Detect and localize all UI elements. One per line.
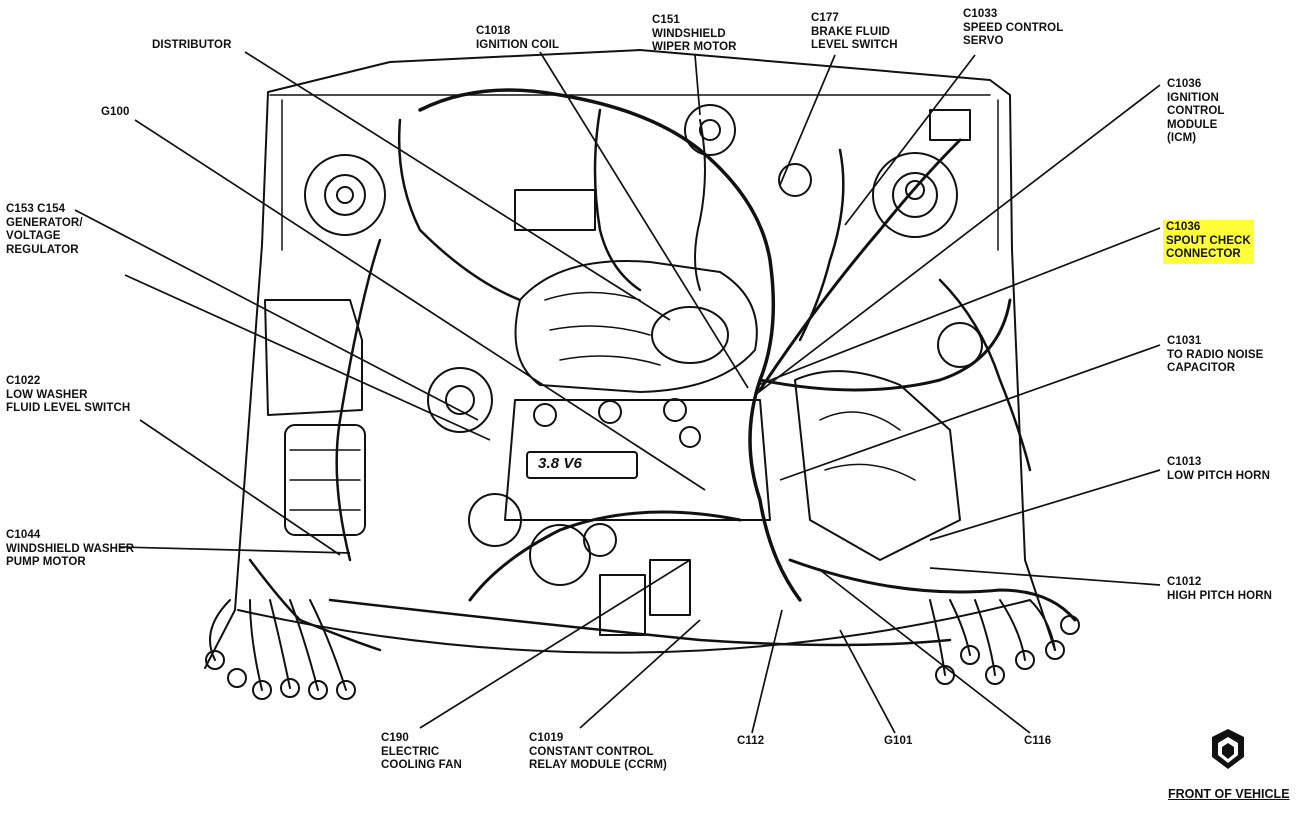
label-c153-generator: C153 C154 GENERATOR/ VOLTAGE REGULATOR (6, 203, 83, 256)
wiper-motor (684, 104, 736, 156)
front-of-vehicle-label: FRONT OF VEHICLE (1168, 787, 1290, 801)
label-c1018-ignition-coil: C1018 IGNITION COIL (476, 25, 560, 51)
label-c1036-icm: C1036 IGNITION CONTROL MODULE (ICM) (1167, 78, 1225, 144)
label-c1013-low-pitch-horn: C1013 LOW PITCH HORN (1167, 456, 1270, 482)
leader-lines (74, 51, 1161, 734)
body-outline (204, 49, 1056, 669)
label-c116: C116 (1024, 735, 1052, 747)
ignition-coil (514, 189, 596, 231)
battery-block (284, 424, 366, 536)
right-connector-cluster (929, 599, 1080, 685)
brake-fluid-reservoir (778, 163, 812, 197)
ccrm-box (599, 574, 646, 636)
washer-reservoir (264, 299, 363, 416)
air-cleaner (794, 370, 961, 561)
label-c1033-speed-control: C1033 SPEED CONTROL SERVO (963, 8, 1064, 47)
intake-plenum (514, 260, 758, 393)
engine-badge-plate (526, 451, 638, 479)
alternator (427, 367, 493, 433)
label-c1012-high-pitch-horn: C1012 HIGH PITCH HORN (1167, 576, 1272, 602)
label-g101: G101 (884, 735, 913, 747)
icm-module (929, 109, 971, 141)
label-c112: C112 (737, 735, 765, 747)
label-distributor: DISTRIBUTOR (152, 39, 232, 51)
fuse-block-connector (937, 322, 983, 368)
label-c1044-washer-pump: C1044 WINDSHIELD WASHER PUMP MOTOR (6, 529, 135, 568)
label-c1022-washer-fluid: C1022 LOW WASHER FLUID LEVEL SWITCH (6, 375, 131, 414)
front-bumper-line (237, 599, 1031, 654)
throttle-body (651, 306, 729, 364)
label-g100: G100 (101, 106, 130, 118)
front-direction-arrow-icon (1212, 729, 1244, 769)
label-c1019-ccrm: C1019 CONSTANT CONTROL RELAY MODULE (CCR… (529, 732, 667, 771)
label-c1031-radio-noise: C1031 TO RADIO NOISE CAPACITOR (1167, 335, 1264, 374)
engine-badge-text: 3.8 V6 (538, 455, 582, 472)
spout-check-highlight: C1036 SPOUT CHECK CONNECTOR (1163, 220, 1254, 264)
label-c1036-spout-check: C1036 SPOUT CHECK CONNECTOR (1163, 220, 1254, 264)
label-c151-wiper-motor: C151 WINDSHIELD WIPER MOTOR (652, 14, 737, 53)
left-connector-cluster (205, 599, 356, 700)
right-shock-tower (872, 152, 958, 238)
label-c190-cooling-fan: C190 ELECTRIC COOLING FAN (381, 732, 462, 771)
left-shock-tower (304, 154, 386, 236)
main-harness (418, 88, 802, 602)
label-c177-brake-fluid: C177 BRAKE FLUID LEVEL SWITCH (811, 12, 898, 51)
